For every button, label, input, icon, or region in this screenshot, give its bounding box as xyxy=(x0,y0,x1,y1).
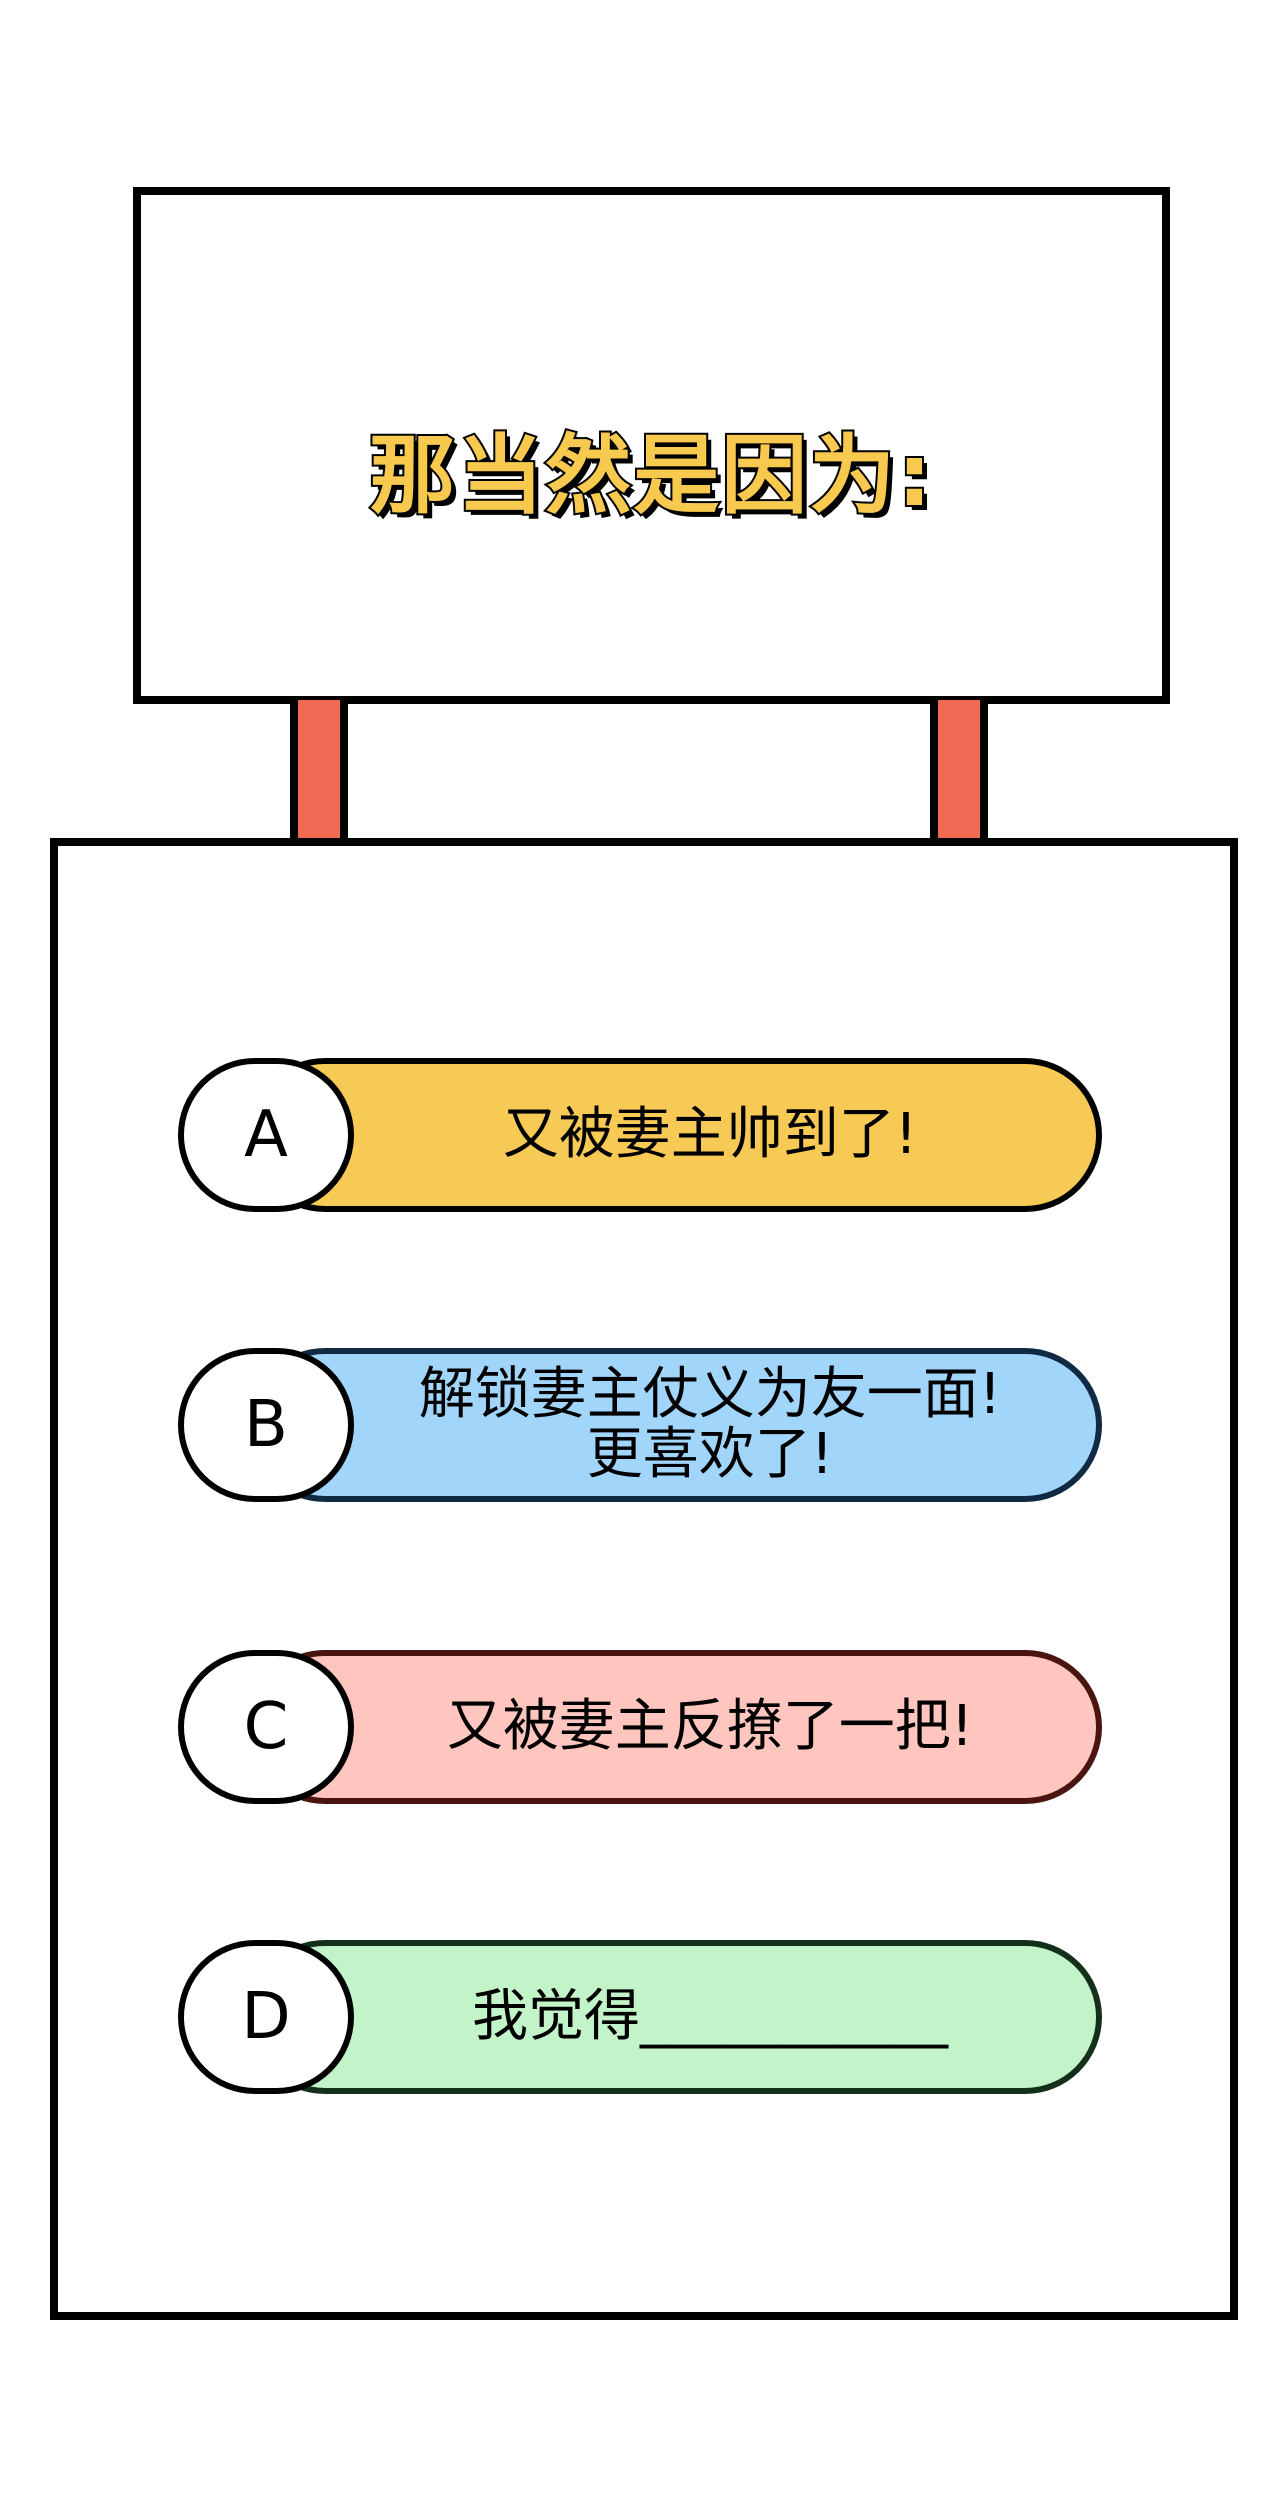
sign-post-right xyxy=(930,700,988,848)
question-title: 那当然是因为: xyxy=(367,424,934,528)
option-c-letter: C xyxy=(178,1650,354,1804)
option-d-text: 我觉得___________ xyxy=(472,1983,948,2049)
option-a-bar[interactable]: 又被妻主帅到了! xyxy=(248,1058,1102,1212)
option-b-bar[interactable]: 解锁妻主仗义为友一面! 更喜欢了! xyxy=(248,1348,1102,1502)
option-a-line-1: 又被妻主帅到了! xyxy=(502,1101,918,1167)
option-c[interactable]: 又被妻主反撩了一把! C xyxy=(178,1650,1102,1804)
question-sign: 那当然是因为: xyxy=(133,187,1170,704)
option-d-line-1: 我觉得___________ xyxy=(472,1983,948,2049)
option-a[interactable]: 又被妻主帅到了! A xyxy=(178,1058,1102,1212)
option-a-text: 又被妻主帅到了! xyxy=(502,1101,918,1167)
option-c-line-1: 又被妻主反撩了一把! xyxy=(446,1693,974,1759)
option-b-line-2: 更喜欢了! xyxy=(586,1422,834,1487)
option-b[interactable]: 解锁妻主仗义为友一面! 更喜欢了! B xyxy=(178,1348,1102,1502)
option-d[interactable]: 我觉得___________ D xyxy=(178,1940,1102,2094)
option-b-text: 解锁妻主仗义为友一面! 更喜欢了! xyxy=(418,1361,1002,1487)
option-c-text: 又被妻主反撩了一把! xyxy=(446,1693,974,1759)
sign-post-left xyxy=(290,700,348,848)
option-b-letter: B xyxy=(178,1348,354,1502)
option-c-bar[interactable]: 又被妻主反撩了一把! xyxy=(248,1650,1102,1804)
option-a-letter: A xyxy=(178,1058,354,1212)
option-b-line-1: 解锁妻主仗义为友一面! xyxy=(418,1361,1002,1427)
option-d-letter: D xyxy=(178,1940,354,2094)
option-d-bar[interactable]: 我觉得___________ xyxy=(248,1940,1102,2094)
